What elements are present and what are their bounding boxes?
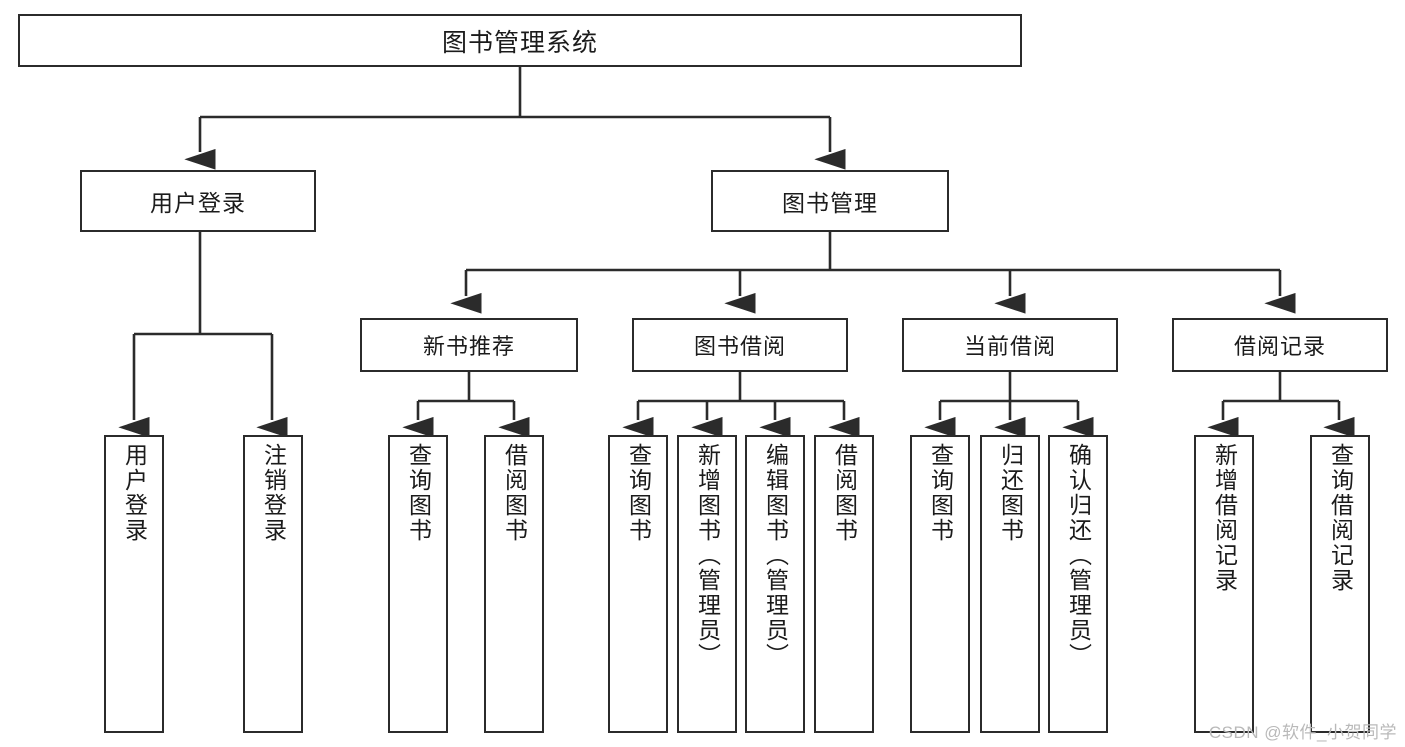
leaf-edit-book-admin-label: 编辑图书（管理员） bbox=[762, 443, 789, 668]
node-borrow-record-label: 借阅记录 bbox=[1233, 334, 1326, 359]
node-root-label: 图书管理系统 bbox=[441, 28, 598, 57]
leaf-query-book-recommend[interactable]: 查询图书 bbox=[388, 435, 448, 733]
leaf-logout[interactable]: 注销登录 bbox=[243, 435, 303, 733]
node-book-borrow[interactable]: 图书借阅 bbox=[632, 318, 848, 372]
node-book-borrow-label: 图书借阅 bbox=[693, 334, 786, 359]
leaf-add-borrow-record-label: 新增借阅记录 bbox=[1211, 443, 1238, 593]
node-new-book-recommend-label: 新书推荐 bbox=[422, 334, 515, 359]
node-user-login[interactable]: 用户登录 bbox=[80, 170, 316, 232]
leaf-borrow-book-recommend[interactable]: 借阅图书 bbox=[484, 435, 544, 733]
node-root[interactable]: 图书管理系统 bbox=[18, 14, 1022, 67]
leaf-add-book-admin[interactable]: 新增图书（管理员） bbox=[677, 435, 737, 733]
leaf-edit-book-admin[interactable]: 编辑图书（管理员） bbox=[745, 435, 805, 733]
node-book-management-label: 图书管理 bbox=[782, 190, 878, 216]
leaf-query-book-recommend-label: 查询图书 bbox=[405, 443, 432, 543]
leaf-add-book-admin-label: 新增图书（管理员） bbox=[694, 443, 721, 668]
leaf-borrow-book-label: 借阅图书 bbox=[831, 443, 858, 543]
leaf-user-login-label: 用户登录 bbox=[121, 443, 148, 543]
node-book-management[interactable]: 图书管理 bbox=[711, 170, 949, 232]
leaf-return-book-label: 归还图书 bbox=[997, 443, 1024, 543]
leaf-add-borrow-record[interactable]: 新增借阅记录 bbox=[1194, 435, 1254, 733]
leaf-borrow-book-recommend-label: 借阅图书 bbox=[501, 443, 528, 543]
leaf-return-book[interactable]: 归还图书 bbox=[980, 435, 1040, 733]
leaf-query-book-current[interactable]: 查询图书 bbox=[910, 435, 970, 733]
leaf-borrow-book[interactable]: 借阅图书 bbox=[814, 435, 874, 733]
leaf-query-borrow-record-label: 查询借阅记录 bbox=[1327, 443, 1354, 593]
leaf-confirm-return-admin[interactable]: 确认归还（管理员） bbox=[1048, 435, 1108, 733]
leaf-query-book-current-label: 查询图书 bbox=[927, 443, 954, 543]
node-borrow-record[interactable]: 借阅记录 bbox=[1172, 318, 1388, 372]
leaf-confirm-return-admin-label: 确认归还（管理员） bbox=[1065, 443, 1092, 668]
node-current-borrow-label: 当前借阅 bbox=[963, 334, 1056, 359]
leaf-query-book-borrow[interactable]: 查询图书 bbox=[608, 435, 668, 733]
leaf-query-borrow-record[interactable]: 查询借阅记录 bbox=[1310, 435, 1370, 733]
node-new-book-recommend[interactable]: 新书推荐 bbox=[360, 318, 578, 372]
leaf-query-book-borrow-label: 查询图书 bbox=[625, 443, 652, 543]
leaf-user-login[interactable]: 用户登录 bbox=[104, 435, 164, 733]
watermark: CSDN @软件_小贺同学 bbox=[1208, 723, 1397, 742]
node-user-login-label: 用户登录 bbox=[150, 190, 246, 216]
leaf-logout-label: 注销登录 bbox=[260, 443, 287, 543]
node-current-borrow[interactable]: 当前借阅 bbox=[902, 318, 1118, 372]
